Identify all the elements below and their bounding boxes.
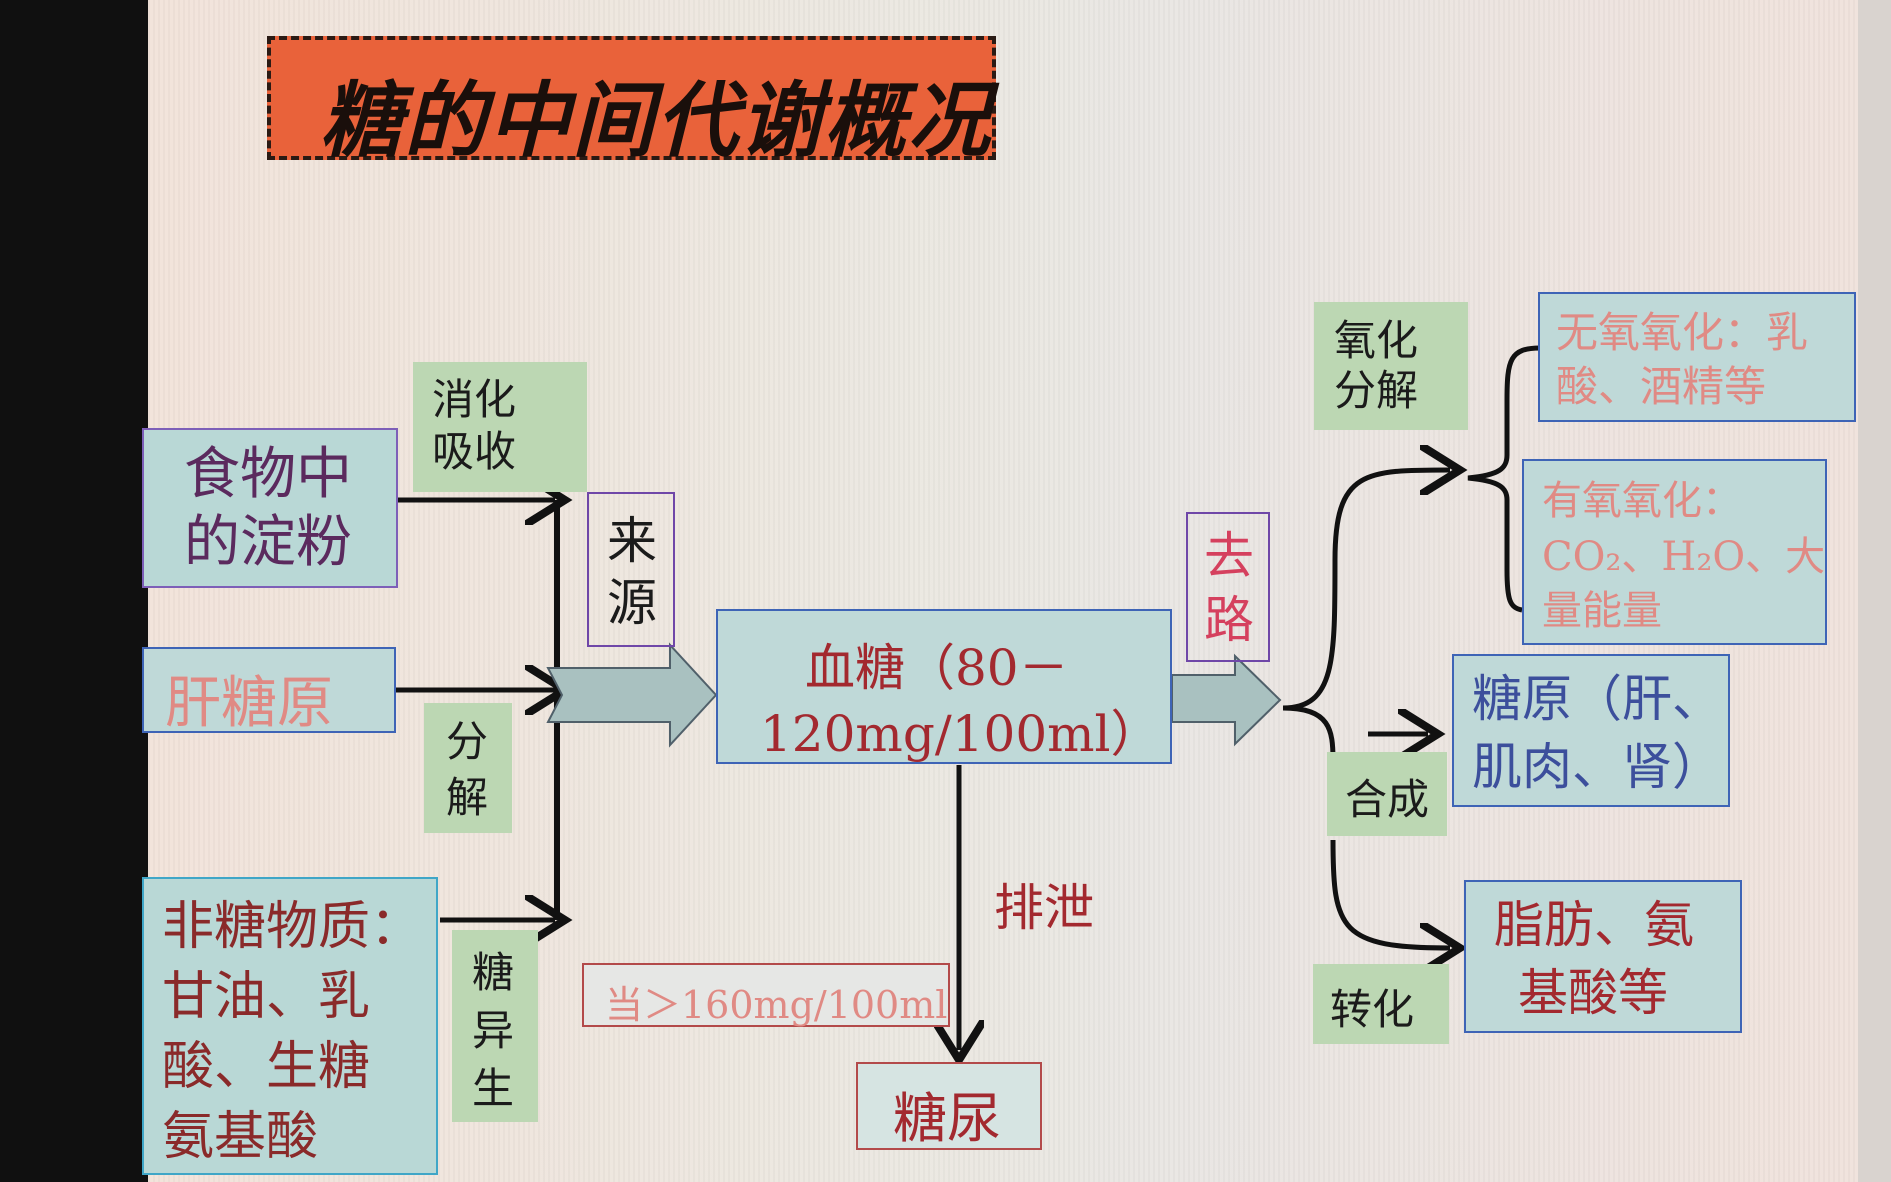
nonsugar-line-1: 非糖物质： [162,897,423,957]
source-heading-1: 来 [607,512,657,570]
source-heading-box [587,492,675,647]
decompose-line-2: 解 [446,773,489,822]
oxidize-line-2: 分解 [1334,366,1419,415]
title-banner [267,36,996,160]
digest-line-2: 吸收 [432,427,517,476]
convert-tag [1313,964,1449,1044]
nonsugar-line-2: 甘油、乳 [162,967,371,1027]
oxidize-line-1: 氧化 [1334,316,1419,365]
outlet-heading-2: 路 [1204,591,1254,649]
glycogen-store-box [1452,654,1730,807]
outlet-heading-1: 去 [1204,527,1254,585]
gluconeo-line-2: 异 [472,1006,515,1055]
fat-line-1: 脂肪、氨 [1494,896,1694,954]
threshold-box [582,963,950,1027]
gluconeo-line-1: 糖 [472,948,515,997]
glycogen-store-line-1: 糖原（肝、 [1472,670,1722,728]
anaerobic-line-2: 酸、酒精等 [1556,362,1767,411]
gluconeo-line-3: 生 [472,1064,515,1113]
aerobic-line-3: 量能量 [1542,588,1662,634]
anaerobic-line-1: 无氧氧化：乳 [1556,308,1809,357]
oxidize-branch [1282,470,1450,711]
synth-tag [1327,752,1447,836]
source-heading-2: 源 [607,574,657,632]
aerobic-line-1: 有氧氧化： [1542,478,1742,524]
blood-sugar-line-1: 血糖（80－ [805,639,1069,697]
aerobic-box [1522,459,1827,645]
starch-box [142,428,398,588]
outlet-block-arrow [1171,653,1282,747]
anaerobic-box [1538,292,1856,422]
decompose-line-1: 分 [446,717,489,766]
digest-line-1: 消化 [432,375,517,424]
monitor-bezel [1858,0,1891,1182]
excrete-label: 排泄 [994,879,1094,937]
source-block-arrow [546,642,718,748]
starch-label-2: 的淀粉 [184,510,352,575]
nonsugar-line-3: 酸、生糖 [162,1037,371,1097]
urine-box [856,1062,1042,1150]
gluconeo-tag [452,930,538,1122]
blood-sugar-box [716,609,1172,764]
fat-line-2: 基酸等 [1518,964,1668,1022]
nonsugar-box [142,877,438,1175]
glycogen-store-line-2: 肌肉、肾） [1472,738,1722,796]
threshold-label: 当＞160mg/100ml [605,983,948,1027]
aerobic-line-2: CO₂、H₂O、大 [1542,534,1826,580]
decompose-tag [424,703,512,833]
oxidize-tag [1314,302,1468,430]
digest-tag [413,362,587,492]
nonsugar-line-4: 氨基酸 [162,1107,319,1167]
starch-label-1: 食物中 [184,442,352,507]
convert-label: 转化 [1330,985,1415,1034]
convert-branch [1330,839,1450,948]
synth-label: 合成 [1345,775,1430,824]
blood-sugar-line-2: 120mg/100ml） [760,705,1161,763]
glycogen-label: 肝糖原 [165,671,333,736]
branch-mid [1282,705,1336,761]
glycogen-box [142,647,396,733]
oxidation-brace [1467,345,1541,613]
outlet-heading-box [1186,512,1270,662]
slide-title: 糖的中间代谢概况 [320,74,992,169]
urine-label: 糖尿 [893,1087,1001,1150]
fat-box [1464,880,1742,1033]
